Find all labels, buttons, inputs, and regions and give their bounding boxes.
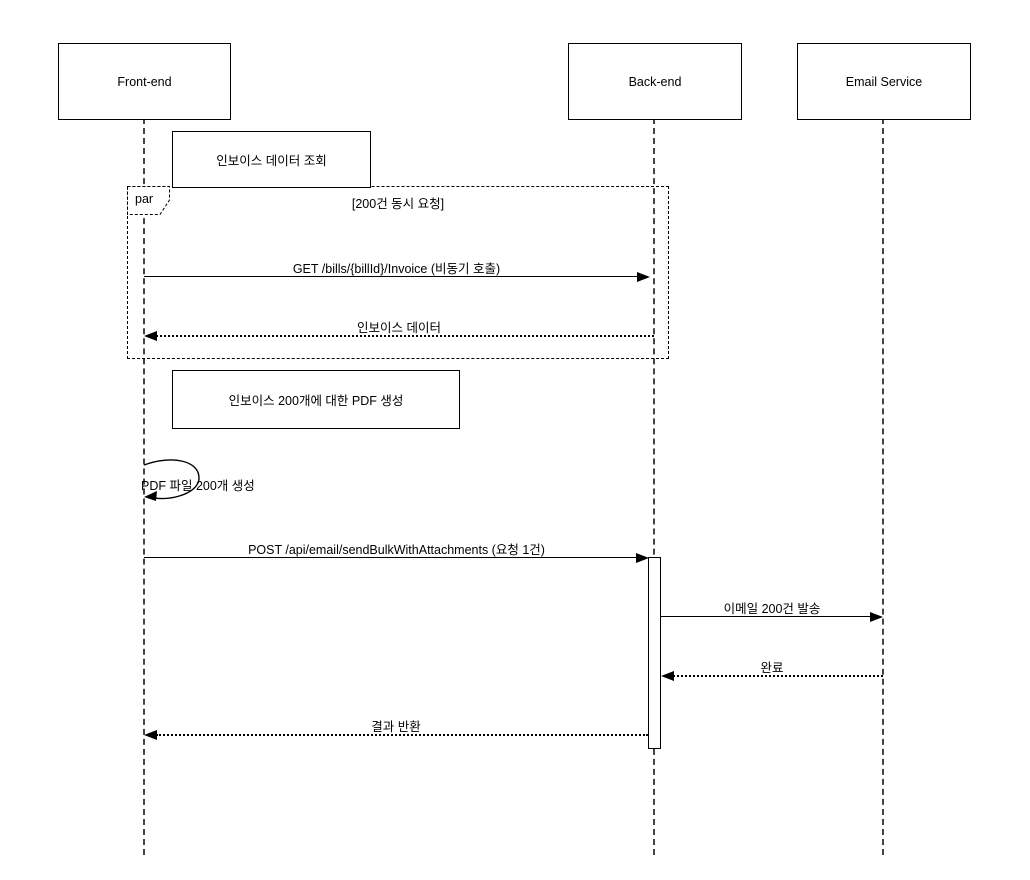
message-pdf-self-label: PDF 파일 200개 생성 [141,479,255,493]
message-send-emails-arrowhead-icon [870,612,883,622]
fragment-par-operator: par [135,192,154,206]
message-return-result-label: 결과 반환 [371,720,421,734]
message-return-result-line [156,734,648,736]
message-post-email-label: POST /api/email/sendBulkWithAttachments … [248,543,545,557]
fragment-par-pentagon [127,186,170,215]
message-get-invoice-line [144,276,637,277]
message-get-invoice-label: GET /bills/{billId}/Invoice (비동기 호출) [292,262,501,276]
note-invoice-query-label: 인보이스 데이터 조회 [216,154,327,168]
participant-backend-label: Back-end [628,74,682,89]
message-complete-label: 완료 [760,661,784,675]
message-post-email-arrowhead-icon [636,553,649,563]
participant-frontend: Front-end [58,43,231,120]
participant-email-service-label: Email Service [845,74,923,89]
participant-email-service: Email Service [797,43,971,120]
message-invoice-data-label: 인보이스 데이터 [357,321,441,335]
note-pdf-generation: 인보이스 200개에 대한 PDF 생성 [172,370,460,429]
note-invoice-query: 인보이스 데이터 조회 [172,131,371,188]
lifeline-email-service [882,118,884,855]
activation-backend [648,557,661,749]
message-send-emails-label: 이메일 200건 발송 [723,602,821,616]
fragment-par-guard: [200건 동시 요청] [351,197,445,211]
message-invoice-data-line [156,335,654,337]
message-return-result-arrowhead-icon [144,730,157,740]
fragment-par: par [200건 동시 요청] [127,186,669,359]
note-pdf-generation-label: 인보이스 200개에 대한 PDF 생성 [228,394,404,408]
message-invoice-data-arrowhead-icon [144,331,157,341]
message-pdf-self-loop [143,459,200,501]
lifeline-backend [653,118,655,855]
participant-frontend-label: Front-end [117,74,172,89]
lifeline-frontend [143,118,145,855]
message-complete-line [673,675,883,677]
participant-backend: Back-end [568,43,742,120]
message-post-email-line [144,557,636,558]
message-get-invoice-arrowhead-icon [637,272,650,282]
message-complete-arrowhead-icon [661,671,674,681]
message-send-emails-line [661,616,871,617]
